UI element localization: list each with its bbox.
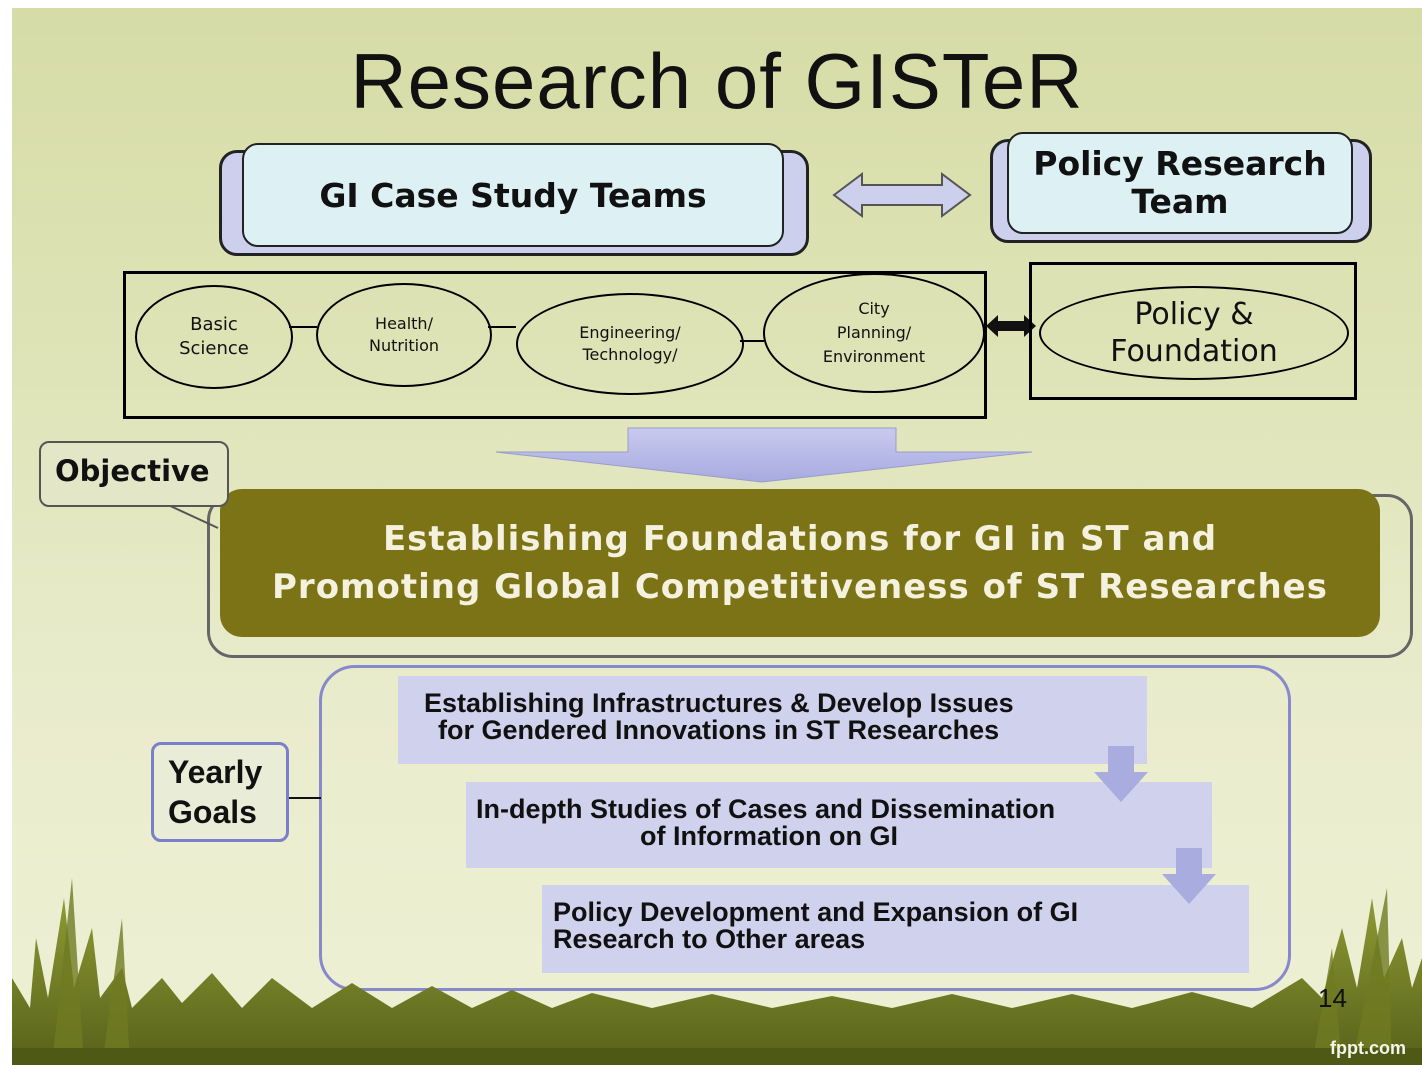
goal-text: Establishing Infrastructures & Develop I… (424, 688, 1014, 718)
grass-decoration (12, 878, 1422, 1065)
field-label: Technology/ (582, 345, 678, 364)
goal-text: Policy Development and Expansion of GI (553, 897, 1079, 927)
field-label: Health/ (375, 314, 433, 333)
brand-watermark: fppt.com (1330, 1038, 1406, 1058)
policy-foundation-oval: Policy & Foundation (1039, 286, 1349, 380)
goal-text: In-depth Studies of Cases and Disseminat… (476, 794, 1056, 824)
connector-line (289, 326, 317, 328)
policy-team-line1: Policy Research (1033, 144, 1327, 183)
goal-step-1: Establishing Infrastructures & Develop I… (398, 676, 1147, 764)
field-city-planning-environment: City Planning/ Environment (763, 273, 985, 393)
field-label: Nutrition (368, 336, 440, 355)
policy-foundation-label: Policy & (1134, 297, 1254, 332)
field-label: Planning/ (836, 323, 912, 342)
policy-foundation-frame (1029, 262, 1357, 400)
policy-foundation-label: Foundation (1110, 334, 1278, 369)
objective-banner: Establishing Foundations for GI in ST an… (220, 489, 1380, 637)
step-down-arrow-icon (1094, 746, 1148, 802)
connector-line (740, 340, 764, 342)
field-basic-science: Basic Science (135, 285, 293, 389)
step-down-arrow-icon (1162, 848, 1216, 904)
goal-text: Research to Other areas (553, 924, 866, 954)
slide-title: Research of GISTeR (350, 37, 1084, 125)
down-arrow-icon (495, 427, 1033, 483)
yearly-goals-label: Yearly Goals (151, 742, 289, 842)
policy-team-line2: Team (1131, 182, 1229, 221)
case-study-teams-box: GI Case Study Teams (219, 143, 809, 256)
goal-step-2: In-depth Studies of Cases and Disseminat… (466, 782, 1212, 868)
connector-line (289, 797, 321, 799)
field-label: Environment (822, 347, 926, 366)
double-arrow-icon (832, 172, 972, 218)
objective-line1: Establishing Foundations for GI in ST an… (382, 519, 1218, 559)
slide: Research of GISTeR GI Case Study Teams P… (12, 8, 1422, 1065)
objective-label: Objective (39, 441, 229, 507)
yearly-label-line2: Goals (168, 794, 257, 830)
field-label: Engineering/ (579, 323, 681, 342)
field-label: City (858, 299, 890, 318)
field-health-nutrition: Health/ Nutrition (316, 283, 492, 387)
field-label: Science (179, 338, 249, 359)
goal-step-3: Policy Development and Expansion of GI R… (542, 885, 1249, 973)
yearly-label-line1: Yearly (168, 754, 263, 790)
goal-text: for Gendered Innovations in ST Researche… (438, 715, 1000, 745)
policy-research-team-box: Policy Research Team (990, 132, 1372, 243)
connector-line (488, 326, 516, 328)
yearly-goals-frame (319, 665, 1291, 991)
research-fields-frame (123, 271, 987, 419)
objective-line2: Promoting Global Competitiveness of ST R… (272, 567, 1328, 607)
page-number: 14 (1318, 983, 1347, 1013)
small-double-arrow-icon (986, 315, 1036, 337)
callout-pointer (165, 503, 219, 529)
case-study-teams-label: GI Case Study Teams (242, 143, 784, 247)
policy-research-team-label: Policy Research Team (1007, 132, 1353, 234)
field-label: Basic (190, 314, 238, 335)
field-engineering-technology: Engineering/ Technology/ (516, 293, 744, 395)
goal-text: of Information on GI (640, 821, 898, 851)
